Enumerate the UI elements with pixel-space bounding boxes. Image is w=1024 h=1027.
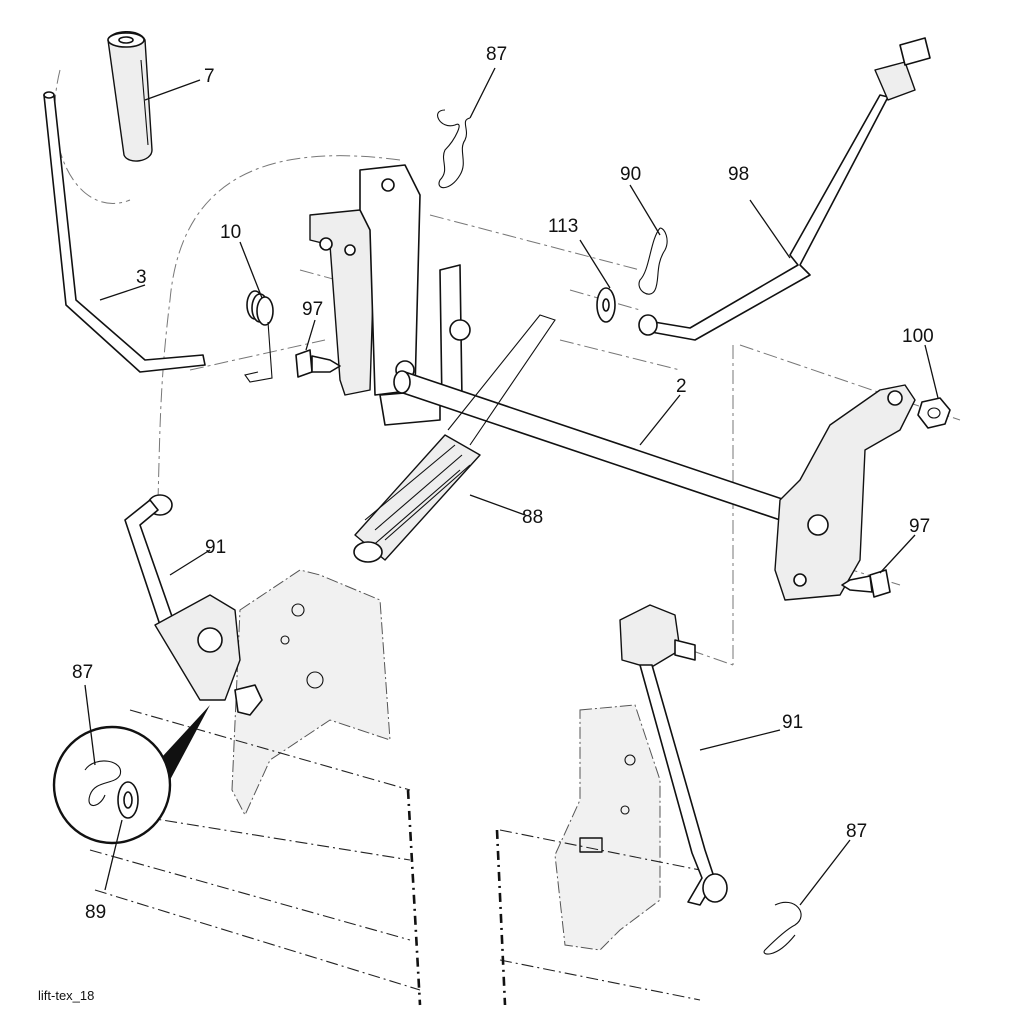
lift-arm-part [774, 384, 916, 601]
hairpin-clip-part [437, 109, 471, 189]
callout-97-right: 97 [909, 516, 930, 537]
callout-98: 98 [728, 164, 749, 185]
callout-100: 100 [902, 326, 934, 347]
callout-97: 97 [302, 299, 323, 320]
callout-7: 7 [204, 66, 215, 87]
lift-link-left-part [124, 494, 263, 716]
deck-bracket-left [231, 569, 391, 817]
callout-91-right: 91 [782, 712, 803, 733]
adjuster-rod-part [638, 37, 931, 341]
extension-spring-part [353, 314, 556, 563]
shoulder-bolt-right-part [841, 569, 891, 598]
grip-part [107, 31, 153, 162]
cotter-clip-part [638, 227, 668, 295]
callout-113: 113 [548, 216, 578, 237]
nut-part [917, 397, 951, 429]
callout-10: 10 [220, 222, 241, 243]
deck-bracket-right [554, 704, 661, 951]
callout-89: 89 [85, 902, 106, 923]
callout-88: 88 [522, 507, 543, 528]
lift-handle-part [43, 91, 206, 373]
callout-90: 90 [620, 164, 641, 185]
lift-link-right-part [619, 604, 728, 906]
shoulder-bolt-part [295, 349, 341, 378]
callout-87: 87 [486, 44, 507, 65]
detail-inset [52, 705, 210, 845]
mower-deck-lines [89, 709, 701, 1006]
torsion-spring-part [244, 290, 274, 383]
hairpin-clip-right-part [763, 901, 802, 955]
washer-part [596, 287, 616, 323]
callout-87-left: 87 [72, 662, 93, 683]
callout-87-right: 87 [846, 821, 867, 842]
callout-91: 91 [205, 537, 226, 558]
diagram-caption: lift-tex_18 [38, 988, 94, 1003]
callout-2: 2 [676, 376, 687, 397]
callout-3: 3 [136, 267, 147, 288]
leader-lines [84, 67, 939, 906]
